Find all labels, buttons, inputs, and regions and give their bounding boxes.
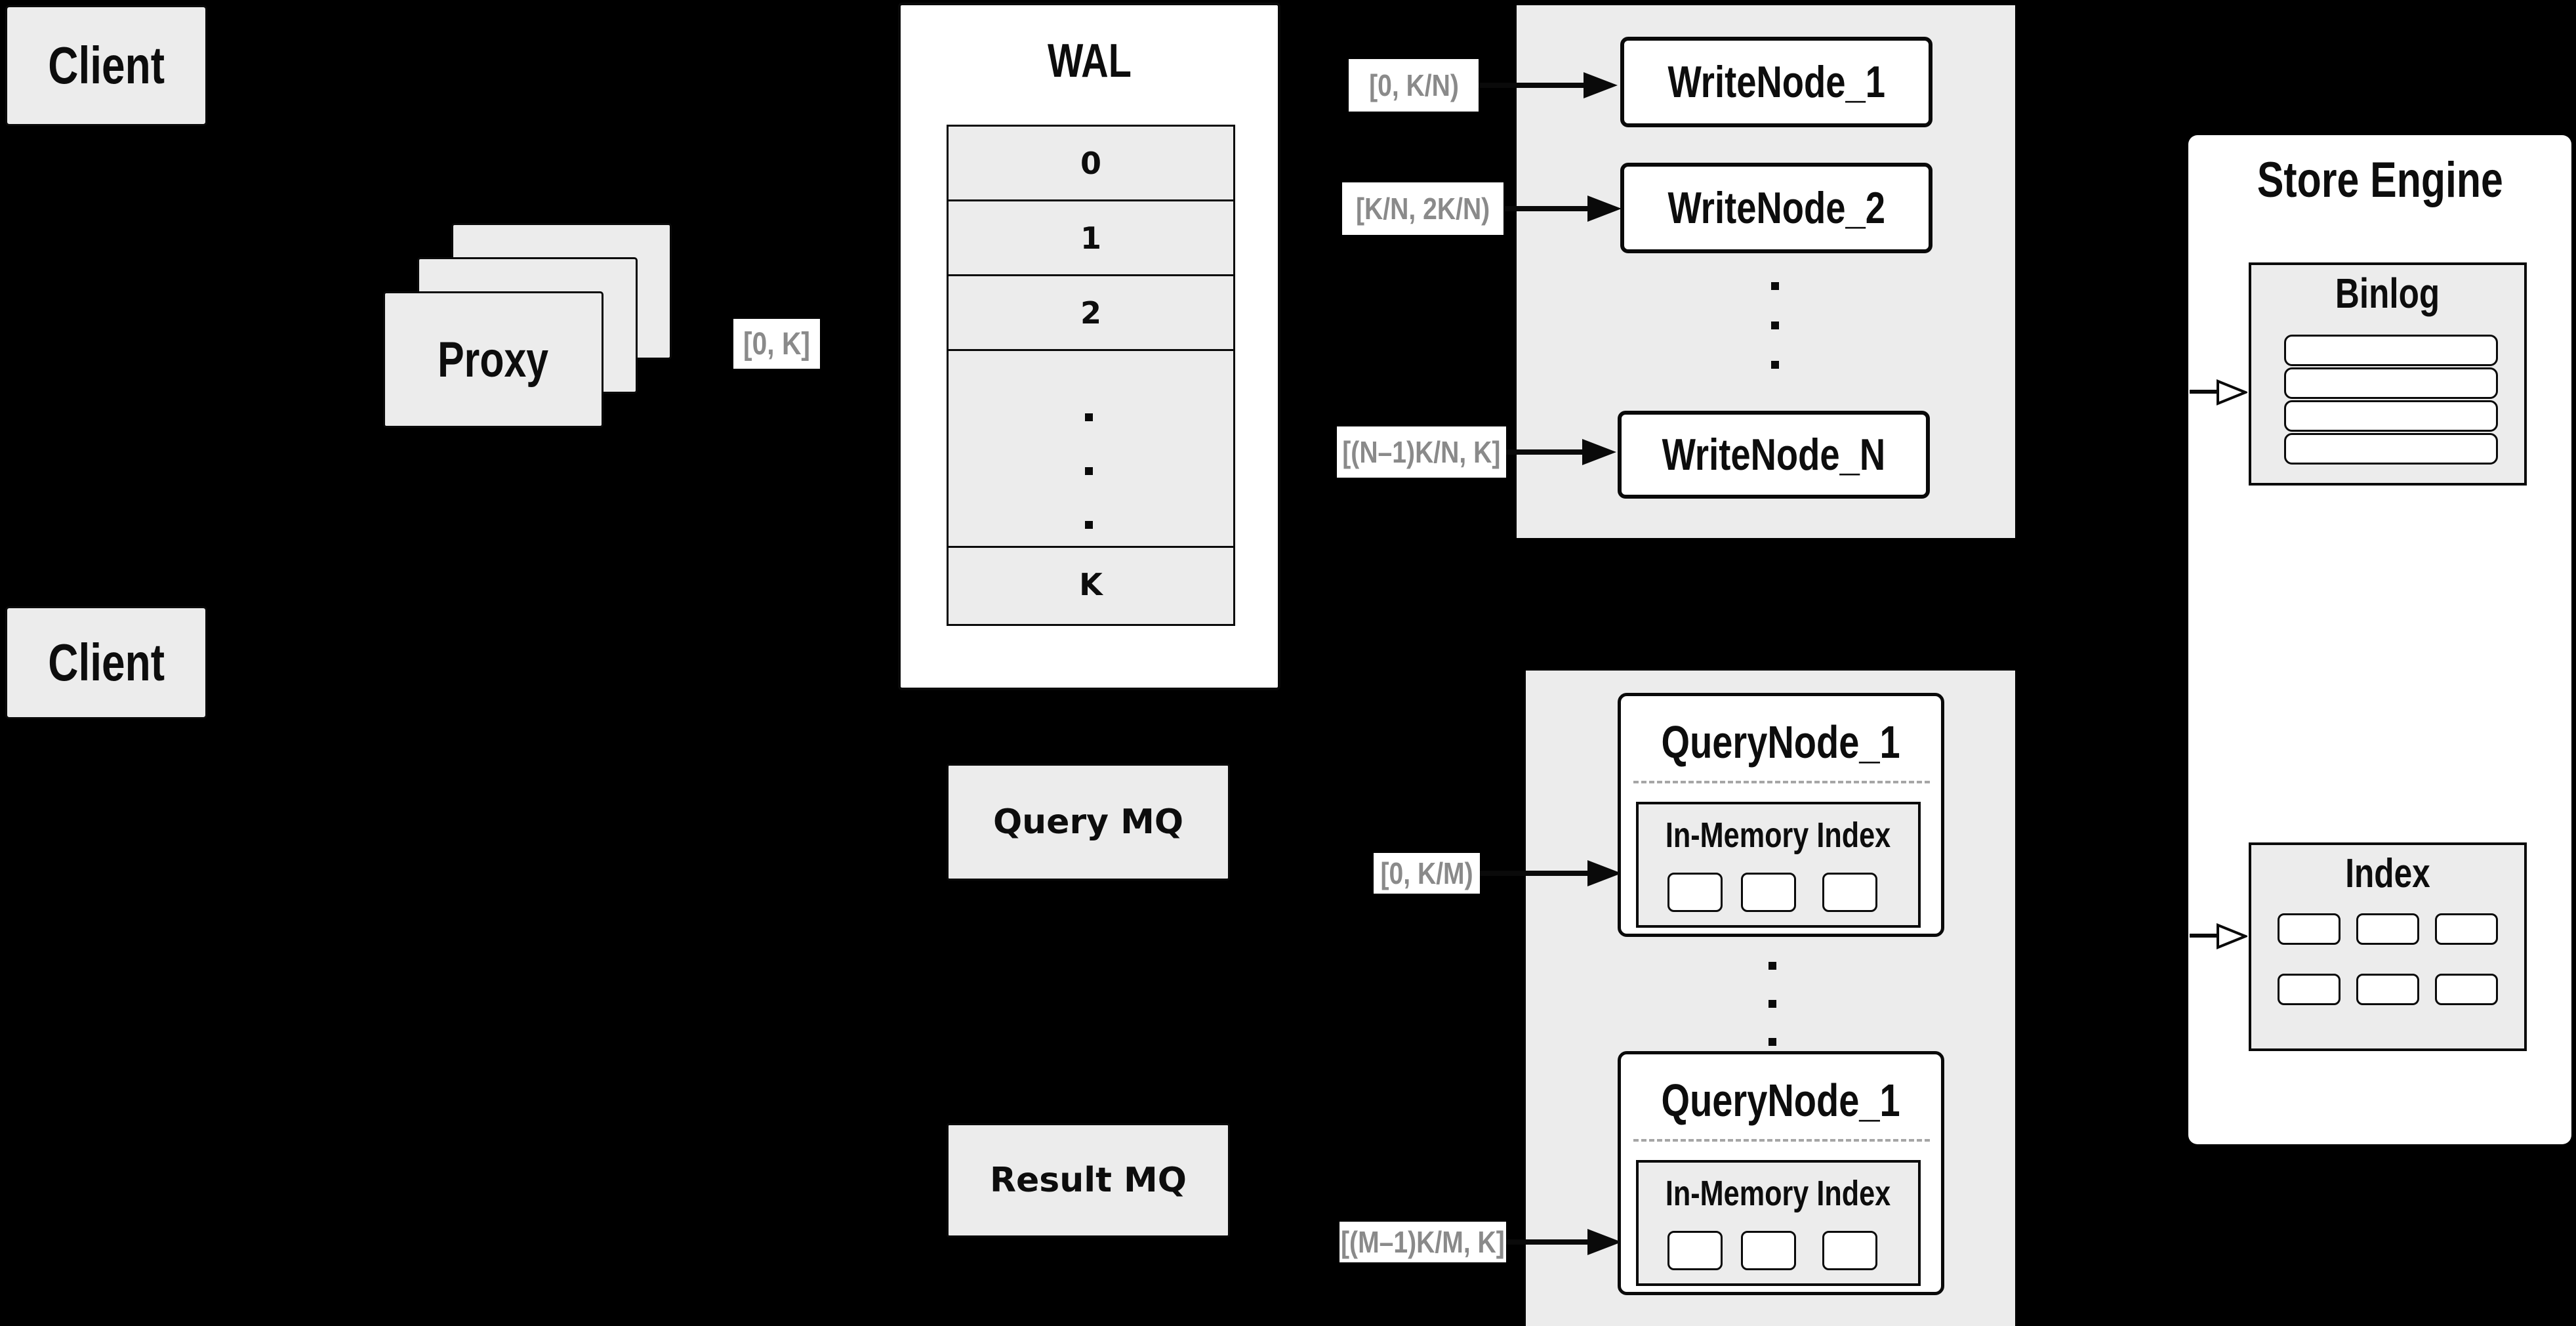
index-cell bbox=[2435, 913, 2498, 945]
range-label-full: [0, K] bbox=[733, 319, 820, 369]
index-cell bbox=[2356, 913, 2419, 945]
in-memory-index-cell bbox=[1822, 873, 1877, 912]
binlog-row bbox=[2284, 400, 2498, 432]
in-memory-index-cell bbox=[1741, 873, 1796, 912]
binlog-title: Binlog bbox=[2335, 270, 2440, 317]
range-label-writenode-2: [K/N, 2K/N) bbox=[1342, 182, 1503, 235]
index-cell bbox=[2356, 974, 2419, 1005]
index-cell bbox=[2278, 974, 2341, 1005]
query-mq-box: Query MQ bbox=[947, 764, 1230, 881]
write-ellipsis-dot bbox=[1771, 282, 1779, 290]
querynode-2-title: QueryNode_1 bbox=[1661, 1075, 1901, 1126]
in-memory-index-cell bbox=[1667, 1231, 1723, 1270]
client-box-top: Client bbox=[5, 5, 207, 126]
querynode-1-divider bbox=[1633, 781, 1930, 783]
range-label-querynode-2: [(M–1)K/M, K] bbox=[1339, 1222, 1506, 1262]
client-box-bottom: Client bbox=[5, 606, 207, 719]
in-memory-index-title-2: In-Memory Index bbox=[1666, 1174, 1891, 1213]
writenode-1-box: WriteNode_1 bbox=[1620, 37, 1932, 127]
in-memory-index-cell bbox=[1822, 1231, 1877, 1270]
wal-row-0: 0 bbox=[949, 127, 1233, 201]
arrowhead-writenode-1 bbox=[1584, 72, 1618, 98]
write-ellipsis-dot bbox=[1771, 321, 1779, 329]
arrowhead-writenode-2 bbox=[1587, 196, 1622, 222]
in-memory-index-cell bbox=[1667, 873, 1723, 912]
binlog-row bbox=[2284, 335, 2498, 366]
index-cell bbox=[2278, 913, 2341, 945]
index-title: Index bbox=[2345, 850, 2430, 896]
open-arrowhead-binlog bbox=[2217, 379, 2247, 405]
open-arrowhead-index bbox=[2217, 923, 2247, 949]
client-bottom-label: Client bbox=[48, 633, 165, 692]
index-cell bbox=[2435, 974, 2498, 1005]
arrow-to-index bbox=[2190, 934, 2220, 938]
range-label-writenode-n: [(N–1)K/N, K] bbox=[1337, 426, 1506, 478]
range-label-writenode-1: [0, K/N) bbox=[1349, 59, 1479, 112]
arrow-to-binlog bbox=[2190, 390, 2220, 394]
wal-ellipsis-dot bbox=[1085, 521, 1093, 529]
arrowhead-querynode-1 bbox=[1587, 860, 1622, 886]
query-ellipsis-dot bbox=[1768, 962, 1776, 970]
proxy-label: Proxy bbox=[438, 331, 549, 388]
wal-row-1: 1 bbox=[949, 201, 1233, 276]
wal-ellipsis-dot bbox=[1085, 413, 1093, 421]
proxy-box: Proxy bbox=[383, 291, 603, 428]
writenode-n-box: WriteNode_N bbox=[1618, 411, 1930, 499]
index-panel bbox=[2249, 842, 2527, 1051]
query-ellipsis-dot bbox=[1768, 1000, 1776, 1008]
in-memory-index-title-1: In-Memory Index bbox=[1666, 816, 1891, 855]
querynode-2-divider bbox=[1633, 1139, 1930, 1142]
result-mq-box: Result MQ bbox=[947, 1123, 1230, 1237]
store-engine-title: Store Engine bbox=[2257, 152, 2503, 208]
arrowhead-writenode-n bbox=[1582, 439, 1616, 465]
arrow-to-querynode-1 bbox=[1480, 871, 1587, 876]
wal-title: WAL bbox=[1047, 35, 1132, 87]
client-top-label: Client bbox=[48, 36, 165, 94]
wal-ellipsis-dot bbox=[1085, 467, 1093, 475]
range-label-querynode-1: [0, K/M) bbox=[1374, 853, 1480, 894]
arrow-to-writenode-n bbox=[1505, 449, 1585, 455]
binlog-row bbox=[2284, 367, 2498, 399]
arrow-to-writenode-1 bbox=[1479, 83, 1586, 88]
wal-ellipsis-row bbox=[949, 351, 1233, 548]
wal-row-2: 2 bbox=[949, 276, 1233, 351]
binlog-row bbox=[2284, 433, 2498, 465]
write-ellipsis-dot bbox=[1771, 361, 1779, 369]
arrow-to-writenode-2 bbox=[1505, 206, 1590, 211]
wal-row-k: K bbox=[949, 548, 1233, 621]
querynode-1-title: QueryNode_1 bbox=[1661, 716, 1901, 768]
wal-table: 0 1 2 K bbox=[947, 125, 1235, 626]
query-ellipsis-dot bbox=[1768, 1038, 1776, 1046]
writenode-2-box: WriteNode_2 bbox=[1620, 163, 1932, 253]
in-memory-index-cell bbox=[1741, 1231, 1796, 1270]
arrow-to-querynode-2 bbox=[1505, 1239, 1587, 1245]
arrowhead-querynode-2 bbox=[1587, 1229, 1622, 1255]
